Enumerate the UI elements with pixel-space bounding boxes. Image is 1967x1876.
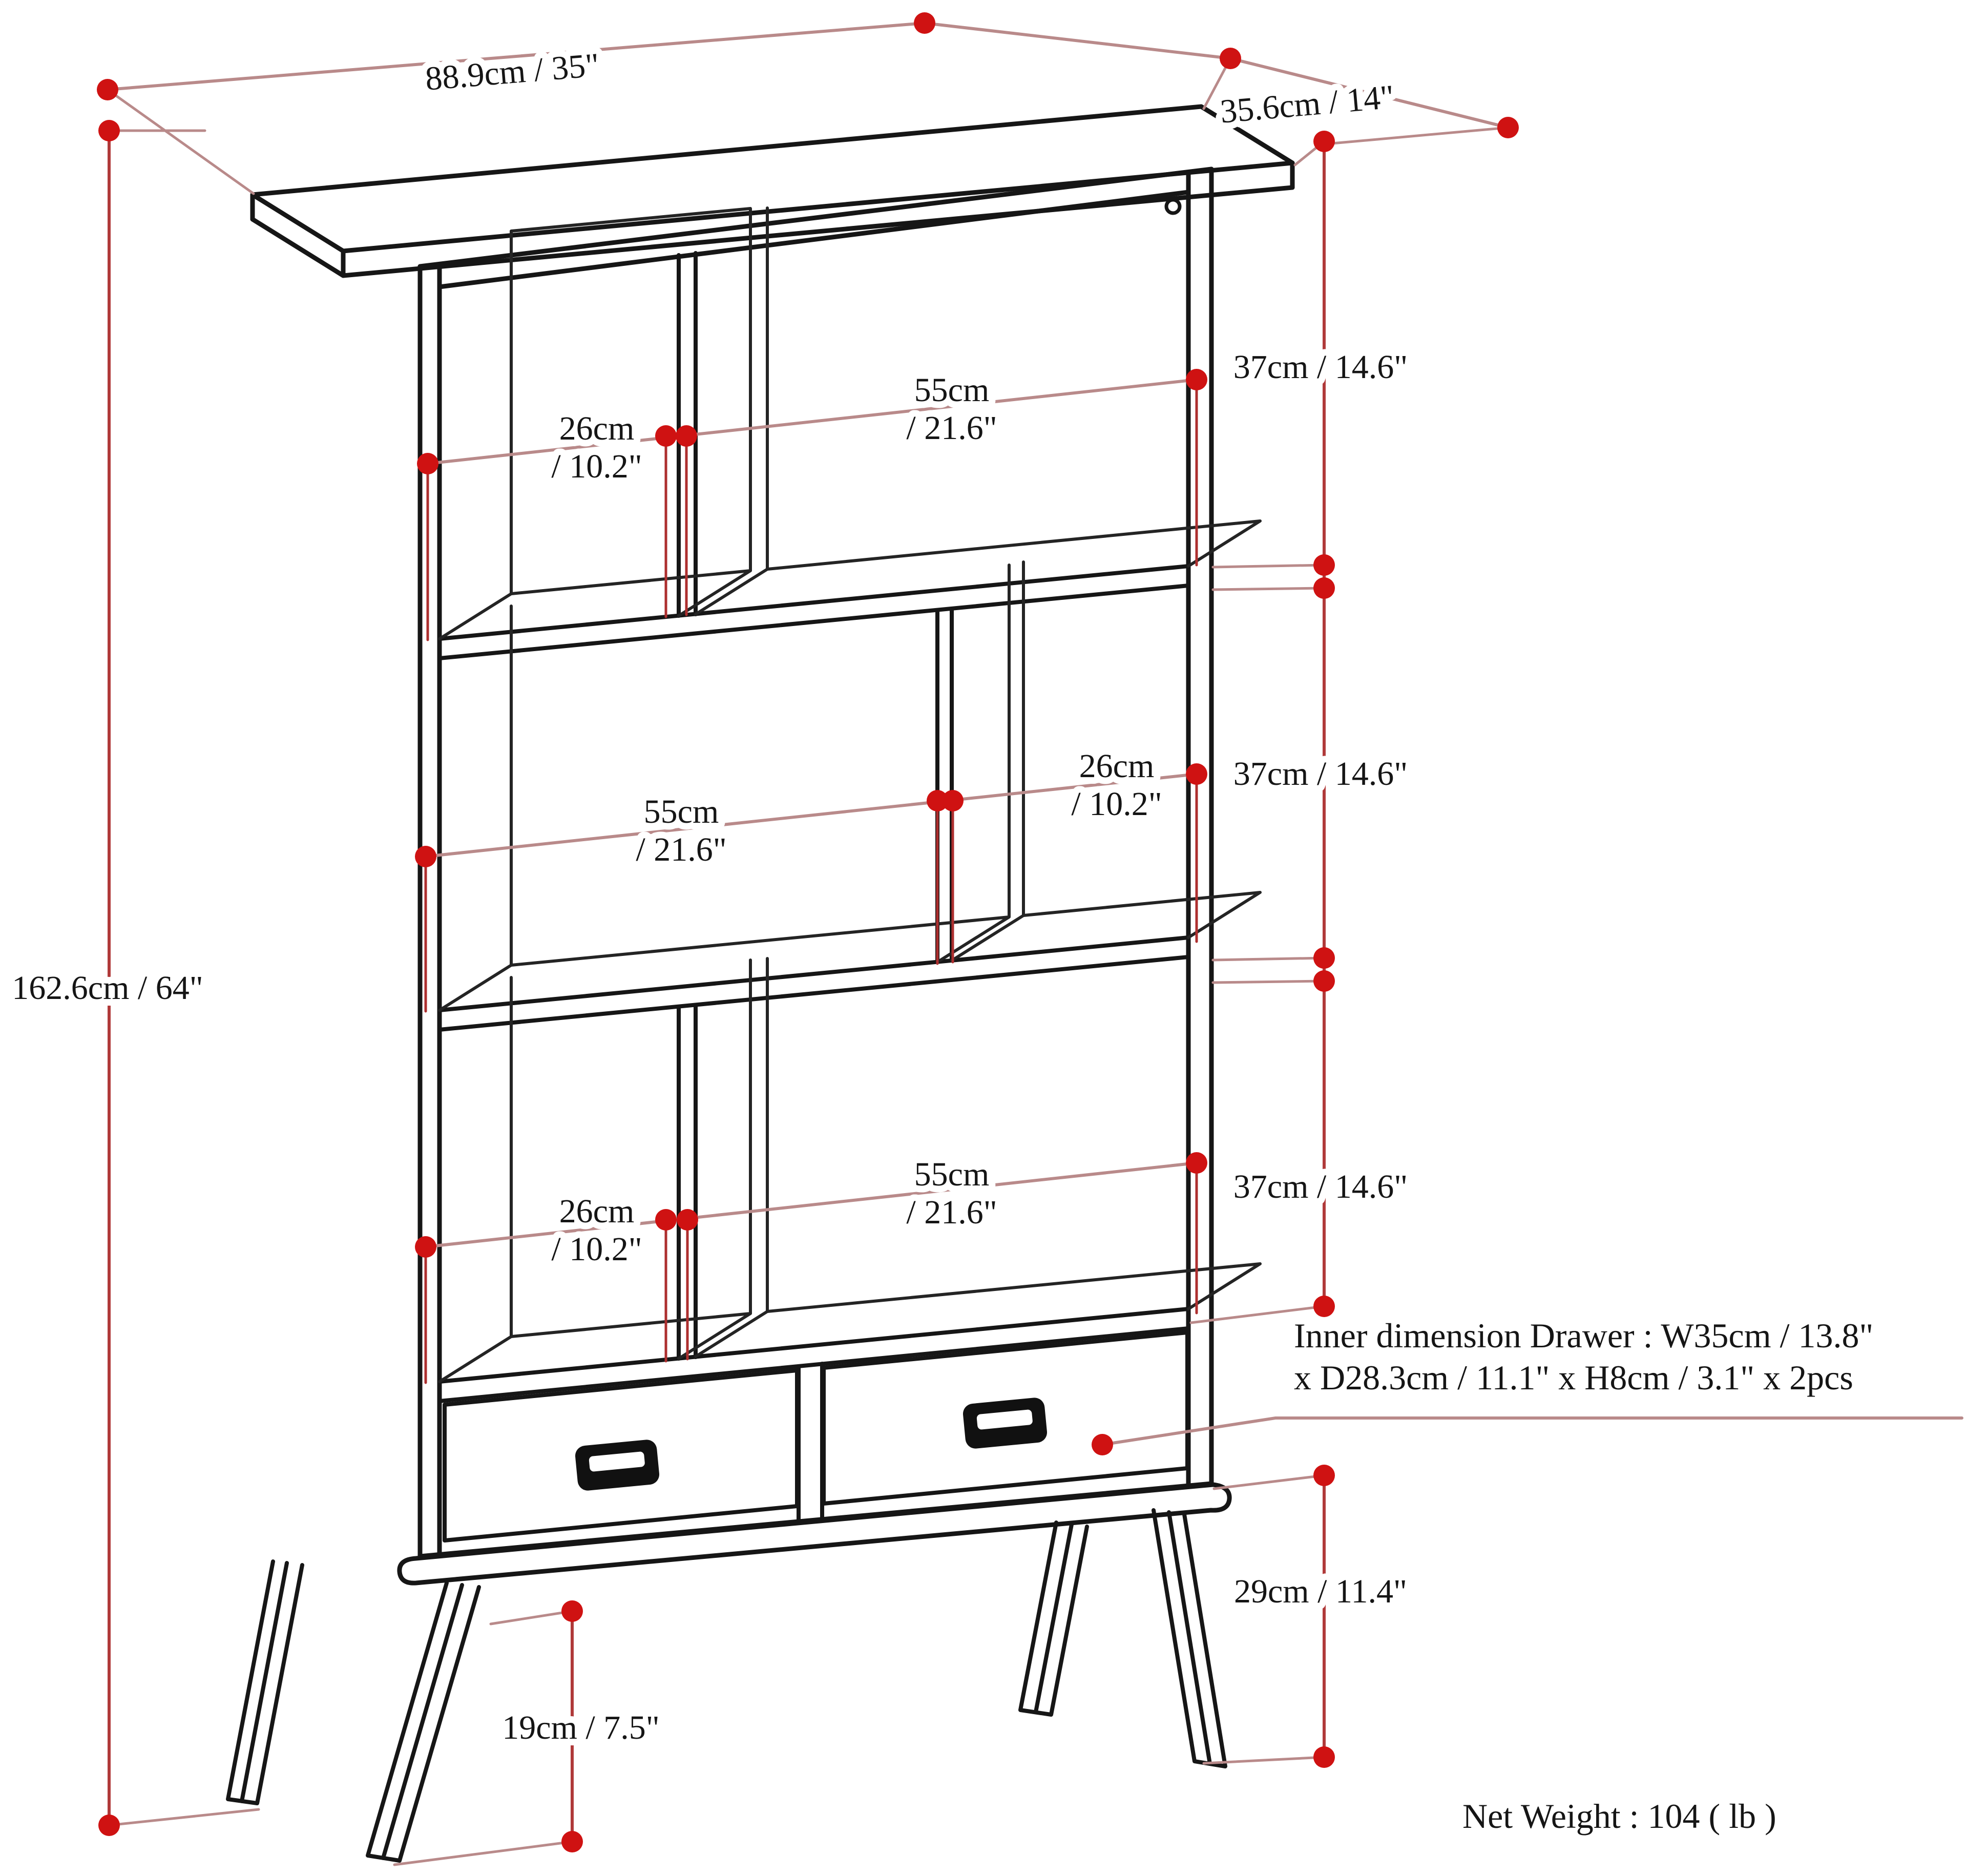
label-overall-height: 162.6cm / 64" xyxy=(12,969,203,1007)
label-row3-small-1: 26cm xyxy=(559,1193,635,1230)
bookcase-top-slab xyxy=(250,104,1295,278)
label-overall-depth: 35.6cm / 14" xyxy=(1219,78,1395,130)
label-row3-small-2: / 10.2" xyxy=(551,1231,642,1268)
label-row2-small-2: / 10.2" xyxy=(1071,785,1162,823)
cubby-dividers xyxy=(677,251,954,1361)
drawer-handle-left xyxy=(575,1440,660,1491)
drawer-handle-right xyxy=(962,1398,1048,1449)
bookcase-body-outline xyxy=(417,166,1214,1559)
label-leg-height: 29cm / 11.4" xyxy=(1234,1573,1407,1610)
label-row2-small-1: 26cm xyxy=(1079,747,1155,785)
legs xyxy=(226,1508,1227,1863)
label-row1-large-1: 55cm xyxy=(914,371,990,409)
label-row2-large-2: / 21.6" xyxy=(636,831,726,868)
label-drawer-note-2: x D28.3cm / 11.1" x H8cm / 3.1" x 2pcs xyxy=(1294,1358,1853,1397)
shelf-boards xyxy=(437,564,1190,1403)
label-row3-large-1: 55cm xyxy=(914,1156,990,1193)
label-shelf-height-1: 37cm / 14.6" xyxy=(1233,348,1408,386)
label-row1-small-2: / 10.2" xyxy=(551,448,642,485)
label-drawer-note-1: Inner dimension Drawer : W35cm / 13.8" xyxy=(1294,1316,1873,1355)
drawer-fronts xyxy=(443,1330,1189,1543)
label-row1-small-1: 26cm xyxy=(559,410,635,447)
dimension-dots xyxy=(97,12,1519,1852)
label-net-weight: Net Weight : 104 ( lb ) xyxy=(1462,1797,1776,1836)
dimension-lines xyxy=(106,21,1963,1866)
label-row1-large-2: / 21.6" xyxy=(906,409,997,447)
label-row2-large-1: 55cm xyxy=(644,793,719,830)
cubby-interior-lines xyxy=(438,206,1262,1383)
label-leg-spread: 19cm / 7.5" xyxy=(502,1709,659,1746)
base-plinth xyxy=(397,1482,1232,1586)
label-shelf-height-2: 37cm / 14.6" xyxy=(1233,755,1408,793)
label-overall-width: 88.9cm / 35" xyxy=(424,46,600,98)
label-shelf-height-3: 37cm / 14.6" xyxy=(1233,1168,1408,1205)
label-row3-large-2: / 21.6" xyxy=(906,1194,997,1231)
cam-lock-icon xyxy=(1164,198,1182,215)
